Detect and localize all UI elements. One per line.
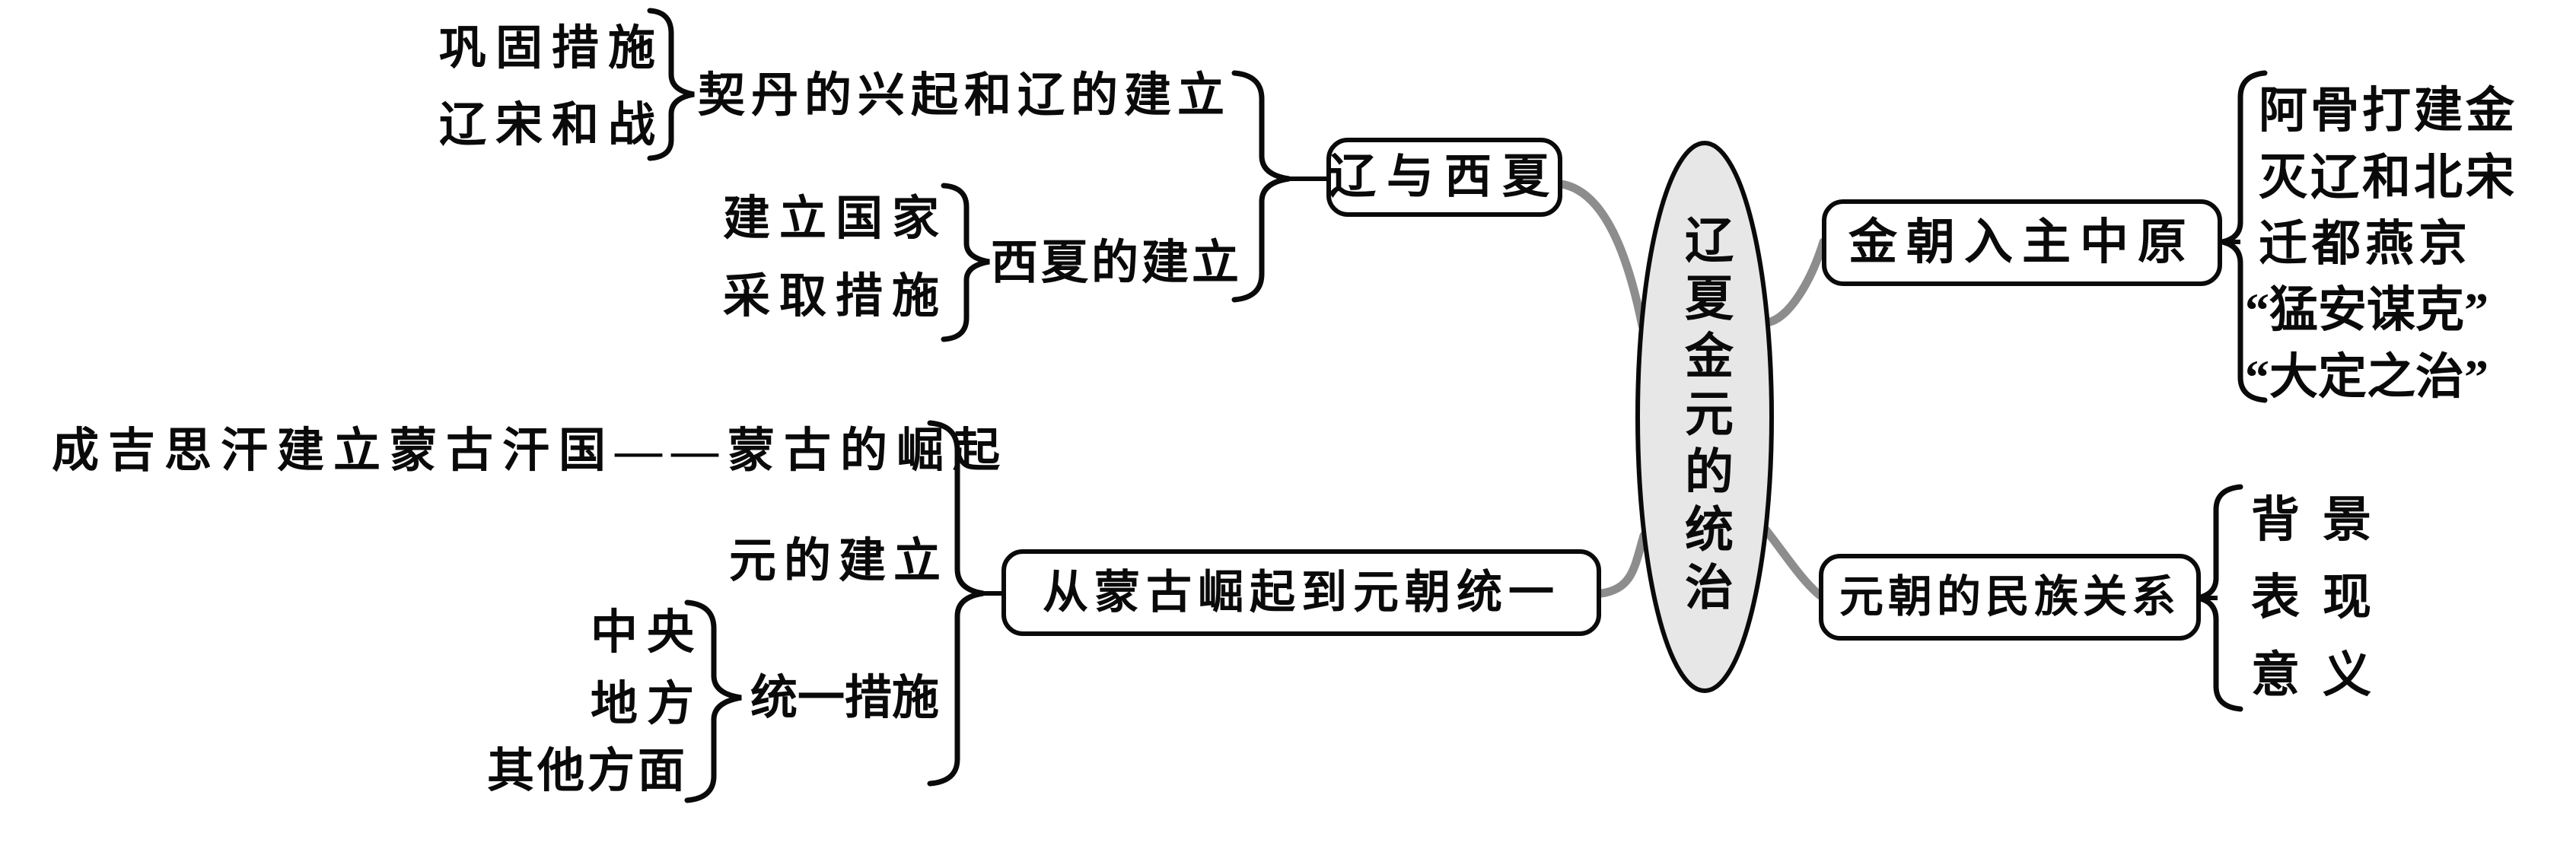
node-liao-xixia: 辽与西夏 xyxy=(1326,138,1562,217)
ethnic-point-background: 背景 xyxy=(2251,493,2394,547)
center-topic: 辽夏金元的统治 xyxy=(1638,143,1772,691)
center-oval xyxy=(1635,141,1774,693)
brace-liaoxixia-group xyxy=(1231,70,1290,303)
node-ethnic-label: 元朝的民族关系 xyxy=(1839,572,2180,622)
xixia-note-founding: 建立国家 xyxy=(723,193,949,245)
yuan-founding: 元的建立 xyxy=(729,536,949,587)
khitan-topic: 契丹的兴起和辽的建立 xyxy=(698,70,1231,122)
khitan-note-liao-song: 辽宋和战 xyxy=(439,100,665,151)
unify-measures-topic: 统一措施 xyxy=(750,673,940,724)
connector-center-liaoxixia xyxy=(1557,180,1647,330)
brace-xixia xyxy=(941,183,990,342)
xixia-note-measures: 采取措施 xyxy=(723,271,949,323)
node-jin-label: 金朝入主中原 xyxy=(1848,215,2195,269)
connector-center-jin xyxy=(1762,237,1828,327)
node-mongol-yuan-label: 从蒙古崛起到元朝统一 xyxy=(1043,568,1560,618)
jin-point-move-capital: 迁都燕京 xyxy=(2259,217,2472,271)
xixia-topic: 西夏的建立 xyxy=(991,237,1243,289)
node-ethnic: 元朝的民族关系 xyxy=(1819,554,2201,641)
unify-note-central: 中央 xyxy=(591,607,704,659)
jin-point-destroy-liao-song: 灭辽和北宋 xyxy=(2259,151,2517,205)
connector-center-mongol xyxy=(1597,531,1648,598)
mongol-rise-line: 成吉思汗建立蒙古汗国——蒙古的崛起 xyxy=(52,425,1010,477)
brace-mongol-group xyxy=(927,420,984,787)
brace-unify-measures xyxy=(684,599,742,803)
node-liao-xixia-label: 辽与西夏 xyxy=(1329,151,1561,203)
jin-point-mengan-mouke: “猛安谋克” xyxy=(2245,283,2488,337)
brace-khitan xyxy=(647,8,695,161)
ethnic-point-significance: 意义 xyxy=(2251,648,2394,702)
jin-point-dading: “大定之治” xyxy=(2245,350,2488,404)
ethnic-point-manifestation: 表现 xyxy=(2251,571,2394,625)
unify-note-local: 地方 xyxy=(591,679,704,730)
center-topic-label: 辽夏金元的统治 xyxy=(1678,215,1732,619)
node-mongol-yuan: 从蒙古崛起到元朝统一 xyxy=(1001,549,1601,636)
node-jin: 金朝入主中原 xyxy=(1822,199,2222,286)
khitan-note-consolidation: 巩固措施 xyxy=(439,23,665,75)
connector-center-ethnic xyxy=(1761,525,1825,600)
jin-point-aguda: 阿骨打建金 xyxy=(2259,84,2517,138)
unify-note-other: 其他方面 xyxy=(487,746,689,797)
